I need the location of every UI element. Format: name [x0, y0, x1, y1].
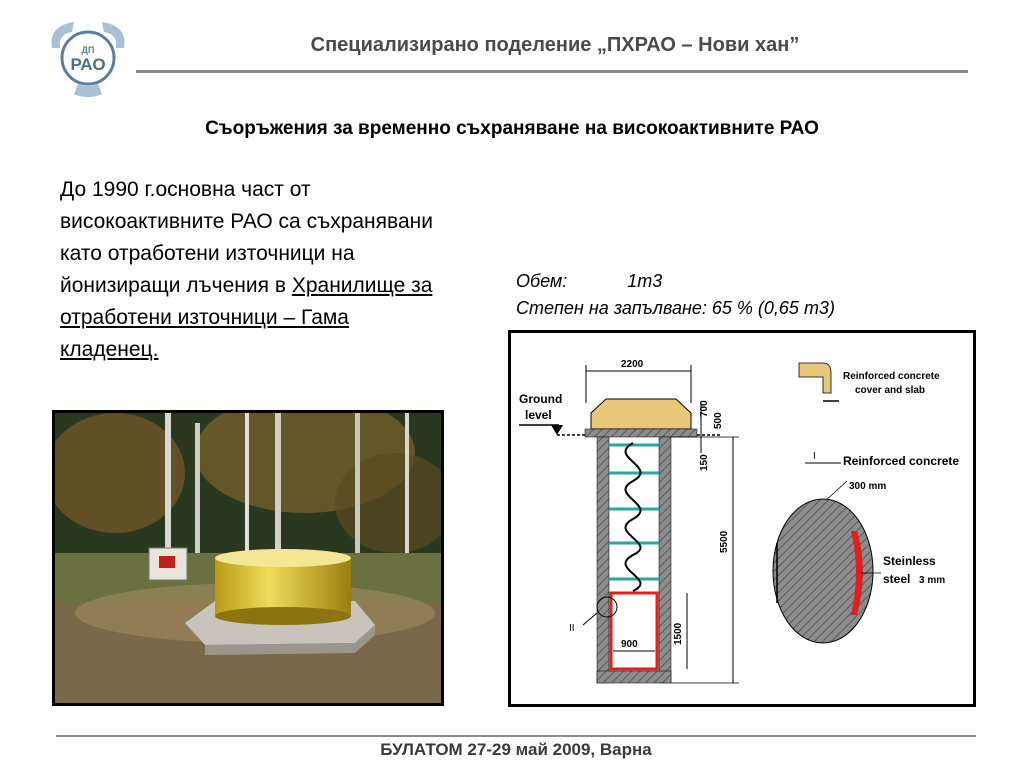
dim-150: 150 [699, 454, 710, 471]
legend-concrete: Reinforced concrete [843, 454, 959, 468]
marker-i: I [813, 451, 816, 462]
ground-label-2: level [525, 408, 552, 422]
volume-label: Обем: [516, 271, 568, 291]
marker-ii: II [569, 623, 575, 634]
logo-text: РАО [70, 55, 105, 74]
gamma-well-photo [52, 410, 444, 706]
dim-2200: 2200 [621, 359, 644, 370]
ground-label-1: Ground [519, 392, 562, 406]
legend-steel-2: steel [883, 572, 910, 586]
fill-degree: Степен на запълване: 65 % (0,65 m3) [516, 298, 835, 318]
legend-steel-sub: 3 mm [919, 575, 945, 586]
footer-text: БУЛАТОМ 27-29 май 2009, Варна [380, 740, 652, 759]
dim-900: 900 [621, 639, 638, 650]
gamma-well-link: Хранилище за отработени източници – Гама… [60, 274, 433, 361]
header-title: Специализирано поделение „ПХРАО – Нови х… [310, 34, 800, 56]
slide-title: Съоръжения за временно съхраняване на ви… [205, 118, 819, 139]
logo-small-text: ДП [82, 45, 95, 55]
legend-concrete-sub: 300 mm [849, 481, 886, 492]
gamma-well-diagram: Ground level 2200 900 II [508, 330, 976, 707]
dim-1500: 1500 [673, 622, 684, 645]
footer-divider [56, 735, 976, 737]
legend-cover-1: Reinforced concrete [843, 371, 940, 382]
body-paragraph: До 1990 г.основна част от високоактивнит… [60, 174, 450, 366]
body-intro: До 1990 г.основна част от високоактивнит… [60, 178, 433, 297]
legend-steel-1: Steinless [883, 554, 936, 568]
volume-info: Обем: 1m3 Степен на запълване: 65 % (0,65… [516, 268, 835, 322]
dim-700: 700 [699, 400, 710, 417]
header-divider [136, 70, 968, 73]
legend-cover-2: cover and slab [855, 385, 925, 396]
dim-5500: 5500 [719, 530, 730, 553]
volume-value: 1m3 [627, 271, 663, 291]
dim-500: 500 [713, 412, 724, 429]
company-logo: ДП РАО [44, 18, 132, 98]
